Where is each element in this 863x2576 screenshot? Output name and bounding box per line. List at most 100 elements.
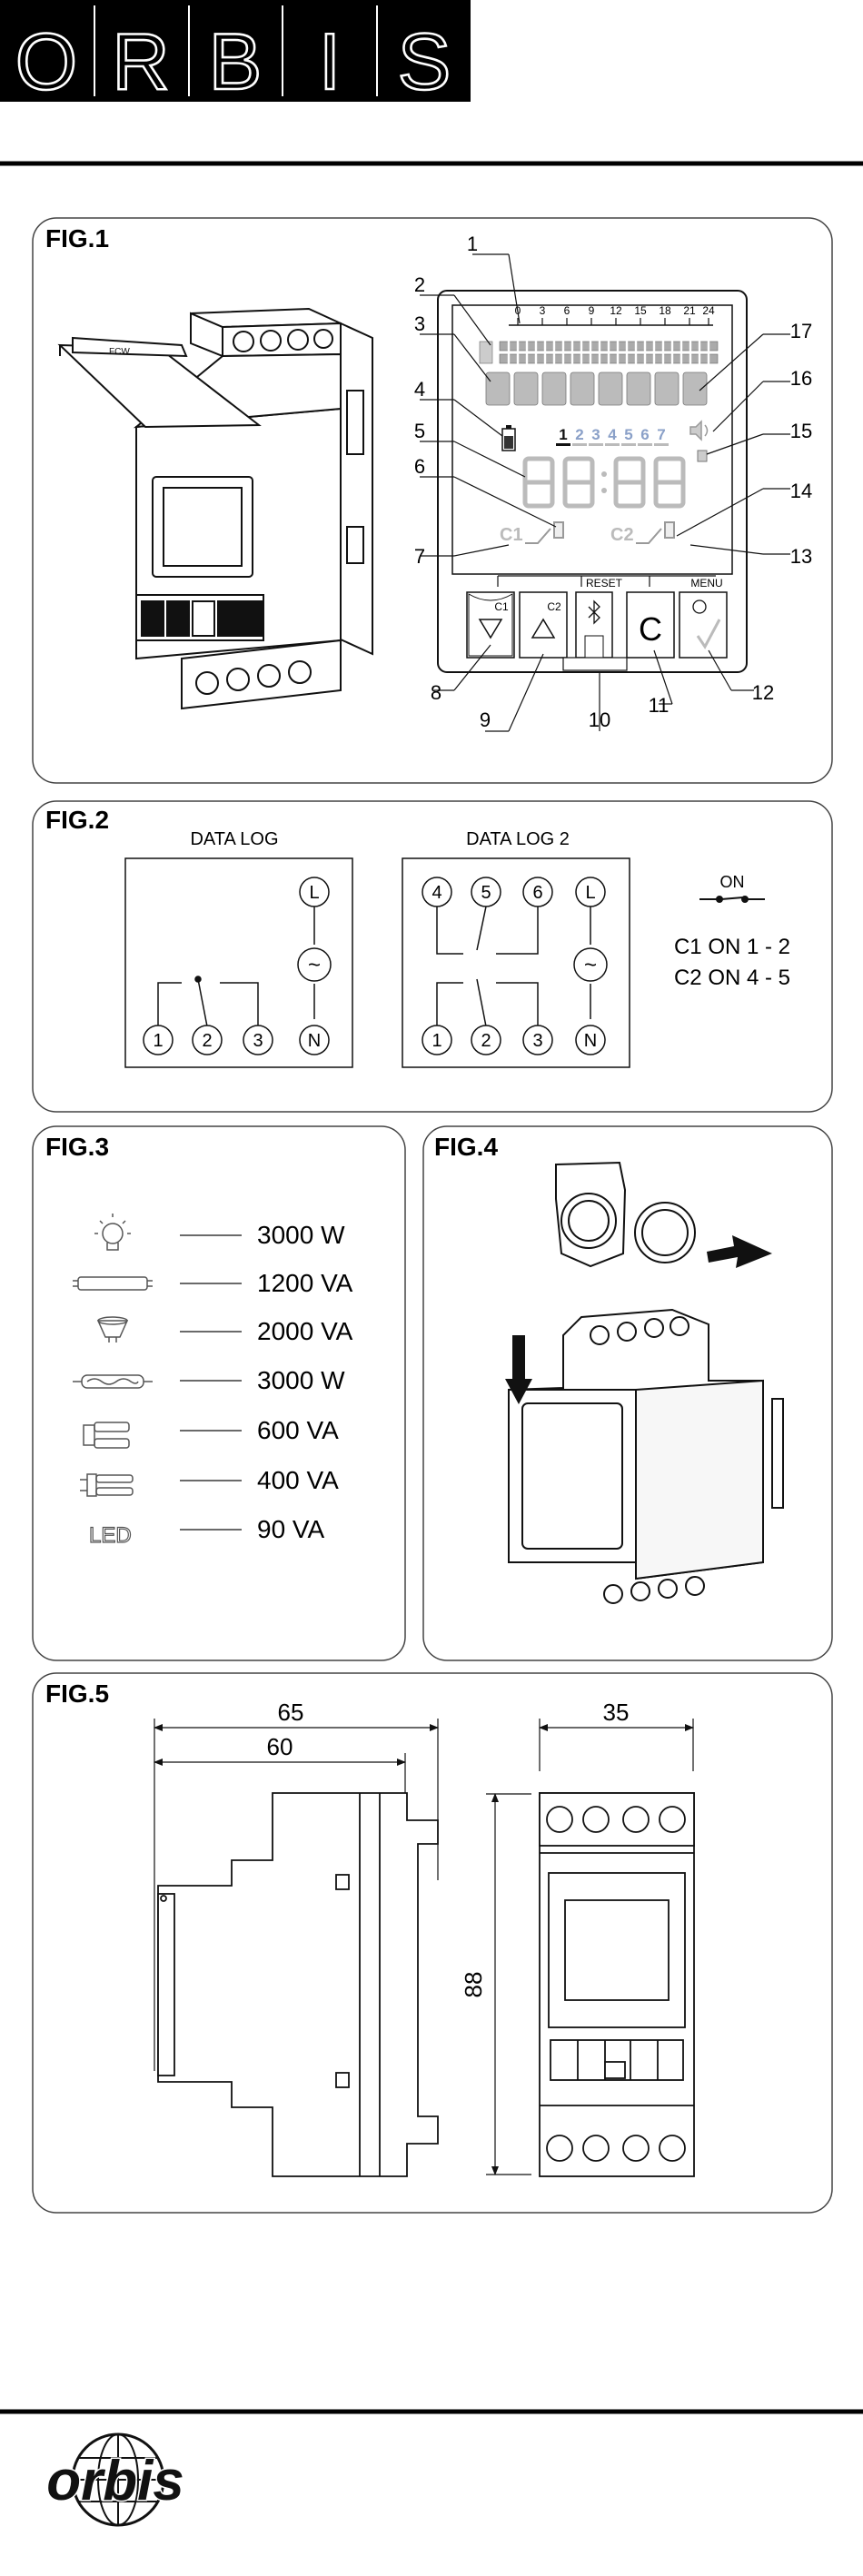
- footer-logo-text: orbis: [46, 2450, 184, 2512]
- channel-label: C1: [500, 525, 523, 545]
- day-number: 6: [640, 426, 649, 443]
- fig2-title: FIG.2: [45, 806, 109, 834]
- terminal-label: ~: [584, 953, 597, 977]
- halogen-spot-icon: [98, 1317, 127, 1342]
- compact-fluorescent-icon: [84, 1422, 129, 1448]
- terminal-label: ~: [308, 953, 321, 977]
- button-label: C1: [494, 600, 509, 613]
- dimension-label: 88: [460, 1972, 487, 1998]
- fig1-panel: FIG.1: [33, 218, 832, 783]
- logo-letter: R: [112, 16, 170, 106]
- terminal-label: 6: [532, 883, 542, 903]
- switch-on-symbol: [699, 897, 765, 902]
- button-ok-menu[interactable]: [679, 592, 727, 658]
- fig5-title: FIG.5: [45, 1679, 109, 1708]
- on-label: ON: [720, 873, 745, 891]
- logo-letter: O: [15, 16, 77, 106]
- terminal-label: 3: [532, 1031, 542, 1051]
- button-label: C: [639, 610, 662, 648]
- terminal-label: 2: [202, 1031, 212, 1051]
- svg-text:FCW: FCW: [109, 347, 130, 357]
- dimension-label: 35: [603, 1699, 630, 1726]
- bluetooth-button[interactable]: [576, 592, 612, 658]
- terminal-label: 3: [253, 1031, 263, 1051]
- fig3-panel: FIG.3: [33, 1126, 405, 1660]
- diagram-title: DATA LOG 2: [466, 829, 570, 849]
- button-up-c2[interactable]: C2: [520, 592, 567, 658]
- day-number: 3: [591, 426, 600, 443]
- front-view-drawing: [540, 1793, 694, 2176]
- fig5-panel: FIG.5 65 60 35 88: [33, 1673, 832, 2213]
- hour-tick-label: 15: [634, 304, 647, 317]
- callout-number: 8: [431, 681, 441, 704]
- reset-label: RESET: [586, 577, 623, 590]
- fig1-title: FIG.1: [45, 224, 109, 253]
- load-value: 90 VA: [257, 1515, 325, 1543]
- load-value: 3000 W: [257, 1366, 345, 1394]
- fig2-panel: FIG.2 DATA LOG DATA LOG 2 1 2 3 L ~ N: [33, 801, 832, 1112]
- load-value: 600 VA: [257, 1416, 339, 1444]
- fig4-panel: FIG.4: [423, 1126, 832, 1660]
- day-number: 7: [657, 426, 665, 443]
- terminal-label: L: [309, 883, 319, 903]
- hour-tick-label: 24: [702, 304, 715, 317]
- callout-number: 10: [589, 708, 610, 731]
- callout-number: 9: [480, 708, 491, 731]
- logo-letter: I: [319, 16, 341, 106]
- dimension-label: 60: [267, 1733, 293, 1760]
- button-down-c1[interactable]: C1: [467, 592, 514, 658]
- terminal-label: L: [585, 883, 595, 903]
- legend-line: C1 ON 1 - 2: [674, 935, 790, 959]
- fluorescent-tube-icon: [73, 1277, 153, 1290]
- button-c[interactable]: C: [627, 592, 674, 658]
- callout-number: 4: [414, 378, 425, 401]
- hour-tick-label: 6: [564, 304, 570, 317]
- terminal-label: 4: [432, 883, 441, 903]
- fig3-title: FIG.3: [45, 1133, 109, 1161]
- diagram-title: DATA LOG: [190, 829, 278, 849]
- terminal-label: N: [584, 1031, 597, 1051]
- incandescent-bulb-icon: [94, 1214, 131, 1250]
- halogen-linear-icon: [73, 1375, 153, 1388]
- hour-tick-label: 3: [540, 304, 546, 317]
- callout-number: 2: [414, 273, 425, 296]
- pl-lamp-icon: [80, 1474, 133, 1496]
- callout-number: 11: [649, 694, 670, 717]
- callout-number: 3: [414, 312, 425, 335]
- legend-line: C2 ON 4 - 5: [674, 966, 790, 990]
- terminal-label: 1: [153, 1031, 163, 1051]
- hour-tick-label: 9: [589, 304, 595, 317]
- day-number: 2: [575, 426, 583, 443]
- callout-number: 13: [790, 545, 812, 568]
- callout-number: 12: [752, 681, 774, 704]
- hour-tick-label: 21: [683, 304, 696, 317]
- callout-number: 5: [414, 420, 425, 442]
- lock-icon: [698, 451, 707, 461]
- callout-number: 17: [790, 320, 812, 342]
- day-number: 4: [608, 426, 617, 443]
- callout-number: 7: [414, 545, 425, 568]
- led-icon: LED: [89, 1523, 132, 1548]
- orbis-globe-logo: orbis: [46, 2434, 184, 2525]
- terminal-label: 5: [481, 883, 491, 903]
- battery-replacement-illustration: [509, 1163, 783, 1603]
- load-value: 2000 VA: [257, 1317, 353, 1345]
- callout-number: 6: [414, 455, 425, 478]
- callout-number: 16: [790, 367, 812, 390]
- orbis-header-logo: O R B I S: [0, 0, 471, 106]
- channel-label: C2: [610, 525, 634, 545]
- side-view-drawing: [158, 1793, 438, 2176]
- dimension-label: 65: [278, 1699, 304, 1726]
- fig4-title: FIG.4: [434, 1133, 498, 1161]
- menu-label: MENU: [690, 577, 722, 590]
- terminal-label: 2: [481, 1031, 491, 1051]
- hour-tick-label: 12: [610, 304, 622, 317]
- logo-letter: B: [209, 16, 263, 106]
- load-value: 3000 W: [257, 1221, 345, 1249]
- day-number: 1: [559, 426, 567, 443]
- button-label: C2: [547, 600, 561, 613]
- terminal-label: 1: [432, 1031, 441, 1051]
- logo-letter: S: [398, 16, 451, 106]
- callout-number: 1: [467, 233, 478, 255]
